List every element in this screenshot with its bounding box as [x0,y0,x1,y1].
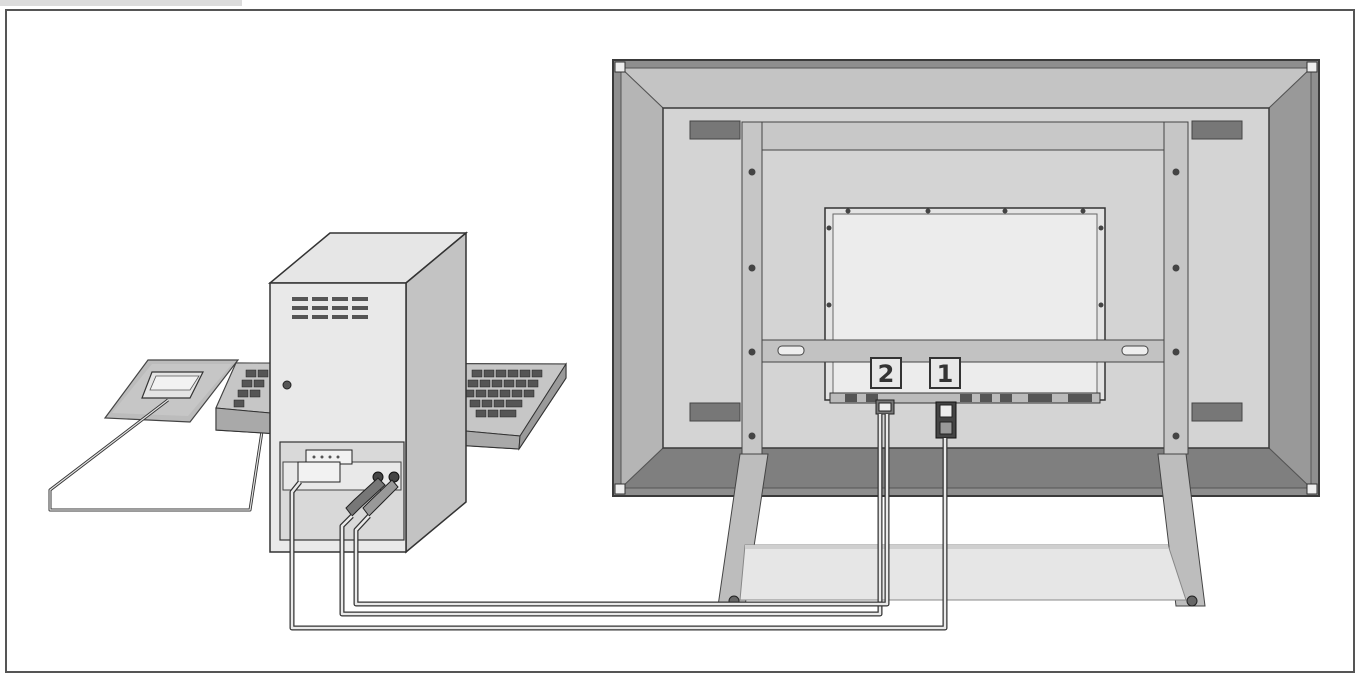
mouse [141,371,204,399]
stand-base [717,453,1206,607]
middle-bracket [761,339,1165,363]
port-label-1-box: 1 [929,357,961,389]
monitor-ports [875,399,957,439]
port-label-2-box: 2 [870,357,902,389]
electronics-box [824,207,1106,404]
port-label-1: 1 [937,360,954,388]
port-label-2: 2 [878,360,895,388]
signal-cables [289,414,948,631]
vent-grilles [689,120,1243,422]
pc-tower [267,231,469,554]
top-bracket [741,121,1189,151]
header-tab [0,0,242,6]
